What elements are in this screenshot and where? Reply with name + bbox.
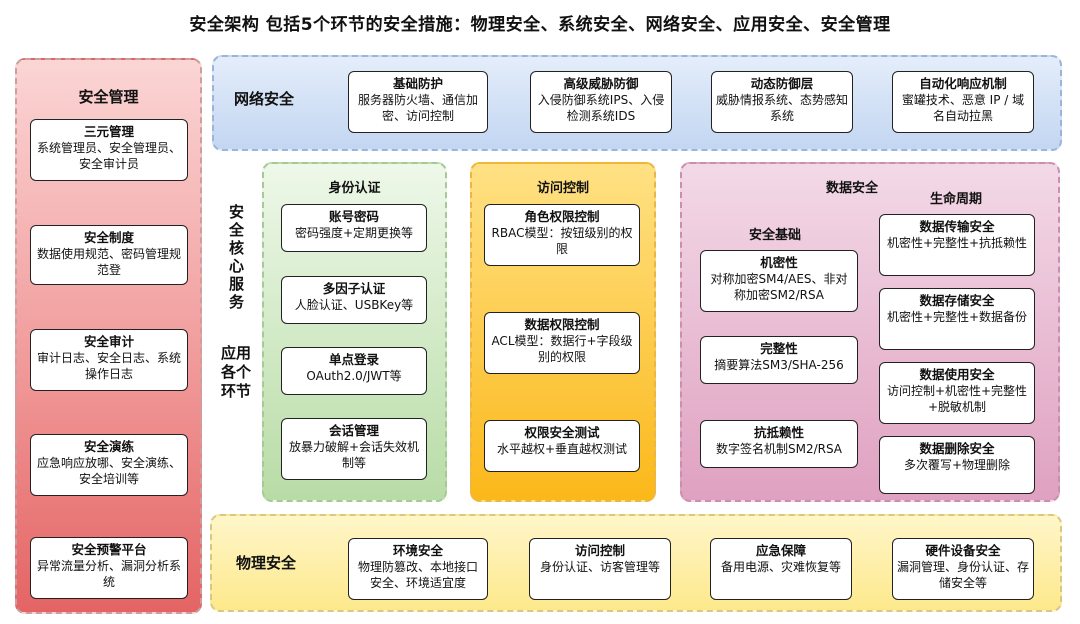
item-title: 机密性	[760, 255, 798, 270]
item-title: 数据使用安全	[919, 367, 995, 382]
item-desc: 蜜罐技术、恶意 IP / 域名自动拉黑	[901, 93, 1025, 123]
lifecycle-item: 数据存储安全机密性+完整性+数据备份	[879, 288, 1035, 350]
management-item: 安全预警平台异常流量分析、漏洞分析系统	[30, 537, 188, 599]
item-desc: 机密性+完整性+数据备份	[886, 310, 1028, 324]
item-desc: 机密性+完整性+抗抵赖性	[886, 236, 1028, 250]
lifecycle-item: 数据使用安全访问控制+机密性+完整性+脱敏机制	[879, 362, 1035, 424]
item-desc: 应急响应放哪、安全演练、安全培训等	[36, 456, 181, 486]
item-title: 安全预警平台	[71, 542, 147, 557]
item-desc: 入侵防御系统IPS、入侵检测系统IDS	[537, 93, 665, 123]
item-title: 硬件设备安全	[925, 543, 1001, 558]
network-label: 网络安全	[234, 90, 295, 108]
physical-item: 应急保障备用电源、灾难恢复等	[710, 538, 852, 600]
item-desc: OAuth2.0/JWT等	[306, 369, 402, 383]
item-desc: 对称加密SM4/AES、非对称加密SM2/RSA	[710, 272, 848, 302]
base-item: 完整性摘要算法SM3/SHA-256	[700, 336, 858, 384]
item-title: 抗抵赖性	[753, 425, 804, 440]
access-item: 角色权限控制 RBAC模型：按钮级别的权限	[484, 204, 640, 266]
item-desc: 数字签名机制SM2/RSA	[715, 442, 843, 456]
auth-label: 身份认证	[328, 181, 381, 196]
item-title: 安全审计	[83, 334, 134, 349]
data-security-label: 数据安全	[826, 181, 879, 196]
item-desc: 审计日志、安全日志、系统操作日志	[36, 351, 181, 381]
item-desc: 放暴力破解+会话失效机制等	[288, 440, 420, 470]
item-title: 完整性	[760, 341, 798, 356]
access-item: 数据权限控制 ACL模型：数据行+字段级别的权限	[484, 312, 640, 374]
item-title: 数据传输安全	[919, 219, 995, 234]
item-desc: 水平越权+垂直越权测试	[496, 442, 628, 456]
item-desc: 物理防篡改、本地接口安全、环境适宜度	[357, 560, 478, 590]
app-stage-label: 应用各个环节	[220, 344, 251, 400]
management-item: 三元管理系统管理员、安全管理员、安全审计员	[30, 119, 188, 181]
auth-item: 单点登录 OAuth2.0/JWT等	[281, 347, 427, 395]
physical-item: 访问控制身份认证、访客管理等	[529, 538, 671, 600]
item-title: 基础防护	[392, 76, 443, 91]
item-desc: 多次覆写+物理删除	[903, 458, 1011, 472]
item-title: 单点登录	[328, 352, 379, 367]
access-label: 访问控制	[536, 181, 589, 196]
auth-item: 多因子认证人脸认证、USBKey等	[281, 276, 427, 324]
base-item: 机密性对称加密SM4/AES、非对称加密SM2/RSA	[700, 250, 858, 312]
item-desc: 备用电源、灾难恢复等	[720, 560, 841, 574]
network-item: 高级威胁防御入侵防御系统IPS、入侵检测系统IDS	[530, 71, 672, 133]
item-title: 权限安全测试	[524, 425, 600, 440]
item-title: 数据删除安全	[919, 441, 995, 456]
access-item: 权限安全测试水平越权+垂直越权测试	[484, 420, 640, 472]
item-title: 应急保障	[755, 543, 806, 558]
item-desc: 数据使用规范、密码管理规范登	[36, 247, 181, 277]
item-title: 高级威胁防御	[563, 76, 639, 91]
item-desc: 摘要算法SM3/SHA-256	[714, 358, 844, 372]
network-item: 基础防护服务器防火墙、通信加密、访问控制	[348, 71, 488, 133]
item-title: 环境安全	[392, 543, 443, 558]
page-title: 安全架构 包括5个环节的安全措施：物理安全、系统安全、网络安全、应用安全、安全管…	[189, 15, 891, 35]
physical-label: 物理安全	[236, 554, 297, 572]
network-item: 动态防御层威胁情报系统、态势感知系统	[711, 71, 853, 133]
auth-item: 会话管理放暴力破解+会话失效机制等	[281, 418, 427, 480]
security-base-label: 安全基础	[749, 228, 802, 243]
item-title: 会话管理	[328, 423, 379, 438]
item-desc: 人脸认证、USBKey等	[294, 298, 414, 312]
item-title: 角色权限控制	[524, 209, 600, 224]
item-title: 数据存储安全	[919, 293, 995, 308]
physical-item: 环境安全物理防篡改、本地接口安全、环境适宜度	[348, 538, 488, 600]
item-desc: 漏洞管理、身份认证、存储安全等	[897, 560, 1030, 590]
base-item: 抗抵赖性数字签名机制SM2/RSA	[700, 420, 858, 468]
lifecycle-item: 数据删除安全多次覆写+物理删除	[879, 436, 1035, 494]
management-label: 安全管理	[78, 88, 139, 106]
item-desc: 服务器防火墙、通信加密、访问控制	[357, 93, 478, 123]
item-title: 安全演练	[83, 439, 134, 454]
item-title: 数据权限控制	[524, 317, 600, 332]
core-service-label: 安全核心服务	[227, 204, 245, 312]
item-title: 动态防御层	[750, 76, 814, 91]
item-desc: 系统管理员、安全管理员、安全审计员	[36, 141, 181, 171]
item-desc: 威胁情报系统、态势感知系统	[716, 93, 849, 123]
item-desc: 访问控制+机密性+完整性+脱敏机制	[886, 384, 1028, 414]
management-item: 安全演练应急响应放哪、安全演练、安全培训等	[30, 434, 188, 496]
item-desc: RBAC模型：按钮级别的权限	[491, 226, 633, 256]
network-item: 自动化响应机制蜜罐技术、恶意 IP / 域名自动拉黑	[892, 71, 1034, 133]
item-title: 账号密码	[328, 209, 379, 224]
auth-item: 账号密码密码强度+定期更换等	[281, 204, 427, 252]
lifecycle-item: 数据传输安全机密性+完整性+抗抵赖性	[879, 214, 1035, 276]
management-item: 安全审计审计日志、安全日志、系统操作日志	[30, 329, 188, 391]
item-desc: 异常流量分析、漏洞分析系统	[36, 559, 181, 589]
management-item: 安全制度数据使用规范、密码管理规范登	[30, 225, 188, 285]
item-title: 访问控制	[574, 543, 625, 558]
item-desc: 身份认证、访客管理等	[539, 560, 660, 574]
item-title: 安全制度	[83, 230, 134, 245]
item-desc: 密码强度+定期更换等	[294, 226, 414, 240]
physical-item: 硬件设备安全漏洞管理、身份认证、存储安全等	[892, 538, 1034, 600]
lifecycle-label: 生命周期	[930, 192, 983, 207]
item-title: 三元管理	[83, 124, 134, 139]
item-title: 自动化响应机制	[919, 76, 1007, 91]
item-title: 多因子认证	[322, 281, 386, 296]
item-desc: ACL模型：数据行+字段级别的权限	[491, 334, 633, 364]
